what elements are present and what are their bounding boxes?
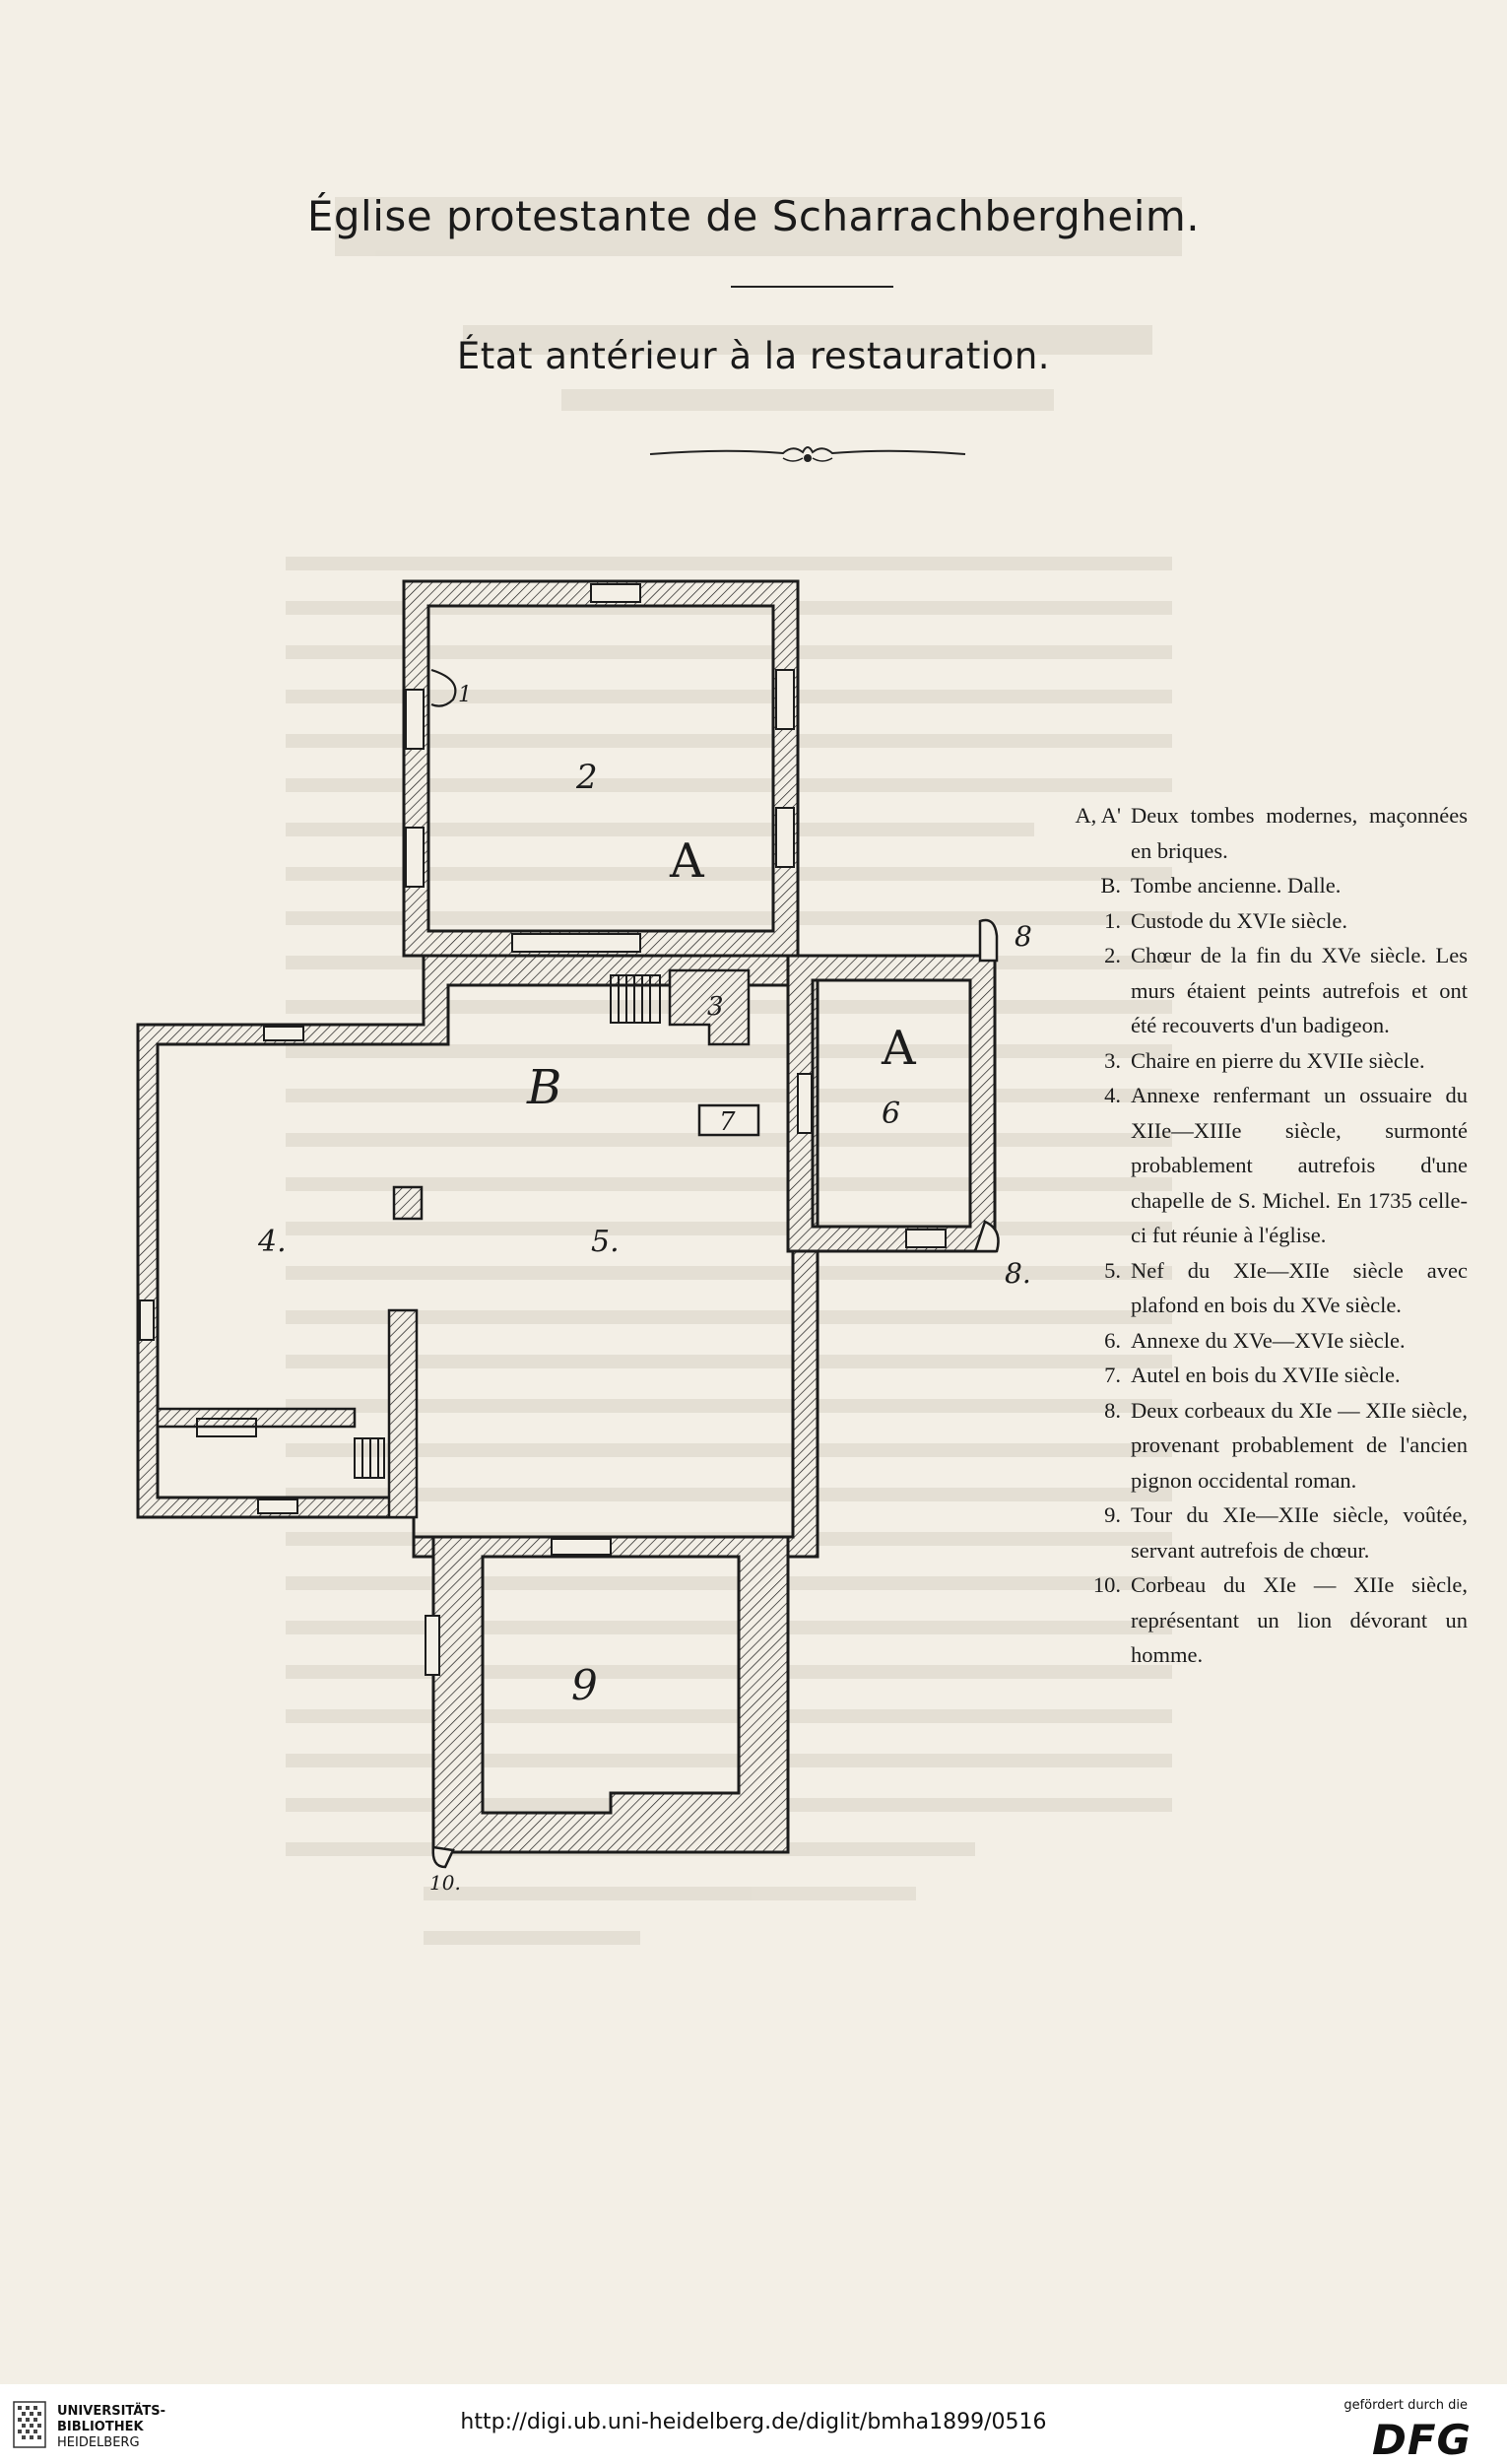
legend-key: A, A' (1075, 803, 1121, 828)
legend-item: 3. Chaire en pierre du XVIIe siècle. (1054, 1043, 1468, 1079)
dfg-logo: DFG (1371, 2416, 1472, 2464)
floor-plan: 1 2 3 4. 5. 6 7 8 8. 9 10. A A B (136, 579, 1032, 1892)
altar (697, 1103, 760, 1137)
legend-item: 9. Tour du XIe—XIIe siècle, voûtée, serva… (1054, 1498, 1468, 1567)
legend-text: Chaire en pierre du XVIIe siècle. (1131, 1047, 1425, 1073)
source-url-link[interactable]: http://digi.ub.uni-heidelberg.de/diglit/… (460, 2410, 1047, 2434)
ossuary-partition (156, 1308, 419, 1519)
legend-item: 5. Nef du XIe—XIIe siècle avec plafond en… (1054, 1253, 1468, 1323)
dfg-caption: gefördert durch die (1343, 2398, 1468, 2413)
plan-label-8-top: 8 (1015, 920, 1032, 953)
legend-text: Annexe renfermant un ossuaire du XIIe—XI… (1131, 1083, 1468, 1247)
legend-key: 4. (1104, 1083, 1121, 1107)
legend-text: Tombe ancienne. Dalle. (1131, 873, 1342, 898)
legend-key: 9. (1104, 1502, 1121, 1527)
legend-text: Nef du XIe—XIIe siècle avec plafond en b… (1131, 1257, 1468, 1318)
tower-walls (431, 1535, 790, 1854)
pulpit (668, 968, 751, 1046)
legend-key: 1. (1104, 907, 1121, 933)
plan-label-A-choir: A (669, 833, 705, 889)
windows (139, 583, 947, 1676)
legend-text: Corbeau du XIe — XIIe siècle, représenta… (1131, 1572, 1468, 1667)
chancel-steps (196, 974, 661, 1479)
library-name: UNIVERSITÄTS- BIBLIOTHEK HEIDELBERG (57, 2404, 165, 2451)
legend-text: Tour du XIe—XIIe siècle, voûtée, servant… (1131, 1502, 1468, 1563)
legend-item: 6. Annexe du XVe—XVIe siècle. (1054, 1323, 1468, 1359)
legend-item: 7. Autel en bois du XVIIe siècle. (1054, 1358, 1468, 1393)
plan-label-8-bottom: 8. (1005, 1257, 1031, 1290)
plan-label-2: 2 (575, 758, 598, 797)
scanned-page: Église protestante de Scharrachbergheim.… (0, 0, 1507, 2384)
plan-label-1: 1 (458, 683, 472, 707)
corbels (431, 918, 1000, 1869)
plan-label-5: 5. (591, 1225, 620, 1259)
legend-text: Chœur de la fin du XVe siècle. Les murs … (1131, 943, 1468, 1037)
university-seal-icon (13, 2401, 46, 2448)
footer-bar: UNIVERSITÄTS- BIBLIOTHEK HEIDELBERG http… (0, 2384, 1507, 2464)
plan-label-3: 3 (707, 992, 724, 1022)
plan-label-A-annex: A (881, 1021, 917, 1076)
legend-text: Deux tombes modernes, maçonnées en briqu… (1131, 803, 1468, 863)
custode-niche (430, 668, 457, 707)
plan-label-10: 10. (429, 1871, 461, 1892)
legend-key: 7. (1104, 1363, 1121, 1387)
legend-item: 1. Custode du XVIe siècle. (1054, 903, 1468, 939)
title-rule (731, 286, 893, 288)
library-line-1: UNIVERSITÄTS- (57, 2404, 165, 2419)
plan-label-7: 7 (719, 1107, 736, 1137)
nave-walls (136, 954, 819, 1559)
legend-key: 3. (1104, 1047, 1121, 1073)
legend-item: 10. Corbeau du XIe — XIIe siècle, représe… (1054, 1567, 1468, 1673)
choir-walls (402, 579, 800, 958)
legend-item: A, A' Deux tombes modernes, maçonnées en … (1054, 798, 1468, 868)
pillar (392, 1185, 424, 1221)
legend-key: B. (1100, 873, 1121, 898)
legend-item: 8. Deux corbeaux du XIe — XIIe siècle, pr… (1054, 1393, 1468, 1498)
legend-item: 4. Annexe renfermant un ossuaire du XIIe—… (1054, 1078, 1468, 1253)
page-subtitle: État antérieur à la restauration. (456, 335, 1051, 377)
legend-text: Deux corbeaux du XIe — XIIe siècle, prov… (1131, 1397, 1468, 1493)
legend-text: Custode du XVIe siècle. (1131, 907, 1347, 933)
legend-item: 2. Chœur de la fin du XVe siècle. Les mur… (1054, 938, 1468, 1043)
legend: A, A' Deux tombes modernes, maçonnées en … (1054, 798, 1468, 1673)
legend-key: 10. (1092, 1572, 1121, 1597)
page-title: Église protestante de Scharrachbergheim. (306, 192, 1201, 240)
legend-text: Autel en bois du XVIIe siècle. (1131, 1363, 1401, 1387)
plan-label-B: B (526, 1060, 561, 1115)
plan-label-6: 6 (882, 1097, 900, 1131)
ornament-divider (649, 446, 966, 462)
library-line-3: HEIDELBERG (57, 2435, 140, 2450)
legend-key: 8. (1104, 1397, 1121, 1423)
legend-key: 5. (1104, 1257, 1121, 1283)
library-line-2: BIBLIOTHEK (57, 2420, 144, 2434)
plan-label-9: 9 (571, 1661, 598, 1709)
plan-label-4: 4. (257, 1225, 287, 1259)
legend-key: 2. (1104, 943, 1121, 967)
legend-item: B. Tombe ancienne. Dalle. (1054, 868, 1468, 903)
legend-text: Annexe du XVe—XVIe siècle. (1131, 1327, 1406, 1353)
legend-key: 6. (1104, 1327, 1121, 1353)
